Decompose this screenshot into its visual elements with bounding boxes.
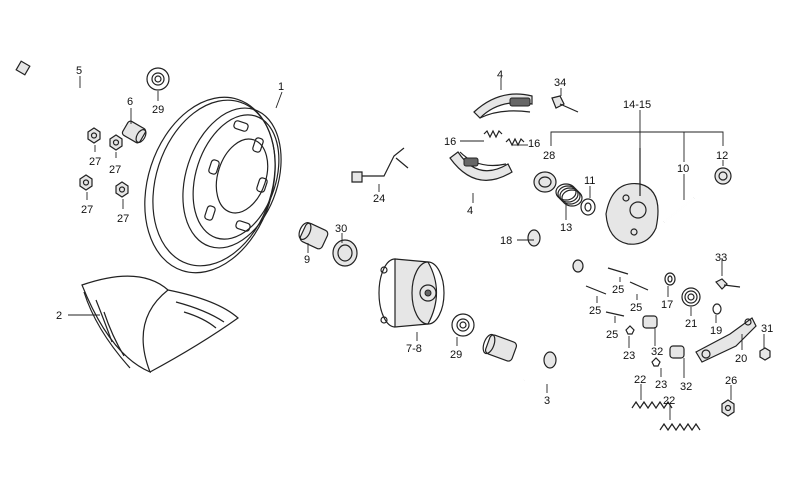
- stud-parts: [585, 267, 649, 317]
- bolt-part-33: [715, 278, 741, 290]
- hub-spacer-part: [482, 333, 518, 362]
- wheel-rim-part: [144, 96, 282, 274]
- callout-16-left: 16: [444, 136, 456, 148]
- indicator-shaft-part: [663, 197, 695, 223]
- oil-seal-part: [332, 239, 358, 267]
- callout-25-c: 25: [630, 302, 642, 314]
- nut-part-31: [759, 347, 771, 361]
- washer-part-17: [664, 272, 676, 286]
- brake-shoe-part-bottom: [449, 151, 513, 181]
- callout-30: 30: [335, 223, 347, 235]
- brake-cam-part: [527, 229, 584, 273]
- tire-part: [81, 275, 239, 374]
- spacer-part: [121, 120, 147, 144]
- callout-13: 13: [560, 222, 572, 234]
- nut-parts: [79, 127, 129, 198]
- spring-parts-22: [631, 400, 701, 432]
- bearing-part-top: [146, 67, 170, 91]
- callout-34: 34: [554, 77, 566, 89]
- callout-7-8: 7-8: [406, 343, 422, 355]
- callout-16-right: 16: [528, 138, 540, 150]
- callout-5: 5: [76, 65, 82, 77]
- callout-26: 26: [725, 375, 737, 387]
- bolt-part-34: [551, 95, 579, 113]
- ring-part-19: [712, 303, 722, 315]
- valve-part: [522, 351, 557, 381]
- callout-32-top: 32: [651, 346, 663, 358]
- pin-parts: [625, 315, 685, 367]
- callout-12: 12: [716, 150, 728, 162]
- washer-part-11: [580, 198, 596, 216]
- callout-14-15: 14-15: [623, 99, 651, 111]
- wire-clip-part: [351, 147, 409, 183]
- callout-4-top: 4: [497, 69, 503, 81]
- callout-11: 11: [584, 175, 595, 187]
- callout-10: 10: [677, 163, 689, 175]
- leader-lines: [68, 76, 765, 420]
- callout-25-a: 25: [612, 284, 624, 296]
- callout-22-top: 22: [634, 374, 646, 386]
- callout-31: 31: [761, 323, 773, 335]
- callout-6: 6: [127, 96, 133, 108]
- callout-24: 24: [373, 193, 385, 205]
- axle-part: [15, 60, 123, 127]
- callout-labels: 1 2 3 4 4 5 6 7-8 9 10 11 12 13 14-15 16…: [56, 65, 773, 407]
- brake-shoe-part-top: [473, 93, 533, 119]
- callout-2: 2: [56, 310, 62, 322]
- callout-23-bottom: 23: [655, 379, 667, 391]
- callout-20: 20: [735, 353, 747, 365]
- callout-28: 28: [543, 150, 555, 162]
- callout-33: 33: [715, 252, 727, 264]
- shoe-spring-parts: [483, 129, 525, 147]
- callout-27-b: 27: [109, 164, 121, 176]
- brake-panel-part: [605, 148, 659, 245]
- callout-22-bottom: 22: [663, 395, 675, 407]
- nut-part-26: [721, 399, 735, 417]
- callout-32-bottom: 32: [680, 381, 692, 393]
- spring-part-21: [681, 287, 701, 307]
- callout-4-bottom: 4: [467, 205, 473, 217]
- callout-27-c: 27: [81, 204, 93, 216]
- wheel-hub-part: [378, 258, 445, 328]
- callout-17: 17: [661, 299, 673, 311]
- bearing-part-bottom: [451, 313, 475, 337]
- brake-arm-part: [695, 317, 757, 363]
- callout-29-bottom: 29: [450, 349, 462, 361]
- callout-27-a: 27: [89, 156, 101, 168]
- callout-25-d: 25: [606, 329, 618, 341]
- return-spring-part: [555, 183, 583, 207]
- cap-part-12: [714, 167, 732, 185]
- callout-1: 1: [278, 81, 284, 93]
- callout-29-top: 29: [152, 104, 164, 116]
- callout-9: 9: [304, 254, 310, 266]
- callout-18: 18: [500, 235, 512, 247]
- callout-23-top: 23: [623, 350, 635, 362]
- collar-part: [298, 221, 329, 250]
- callout-21: 21: [685, 318, 697, 330]
- callout-25-b: 25: [589, 305, 601, 317]
- seal-part-28: [533, 171, 557, 193]
- callout-3: 3: [544, 395, 550, 407]
- callout-19: 19: [710, 325, 722, 337]
- callout-27-d: 27: [117, 213, 129, 225]
